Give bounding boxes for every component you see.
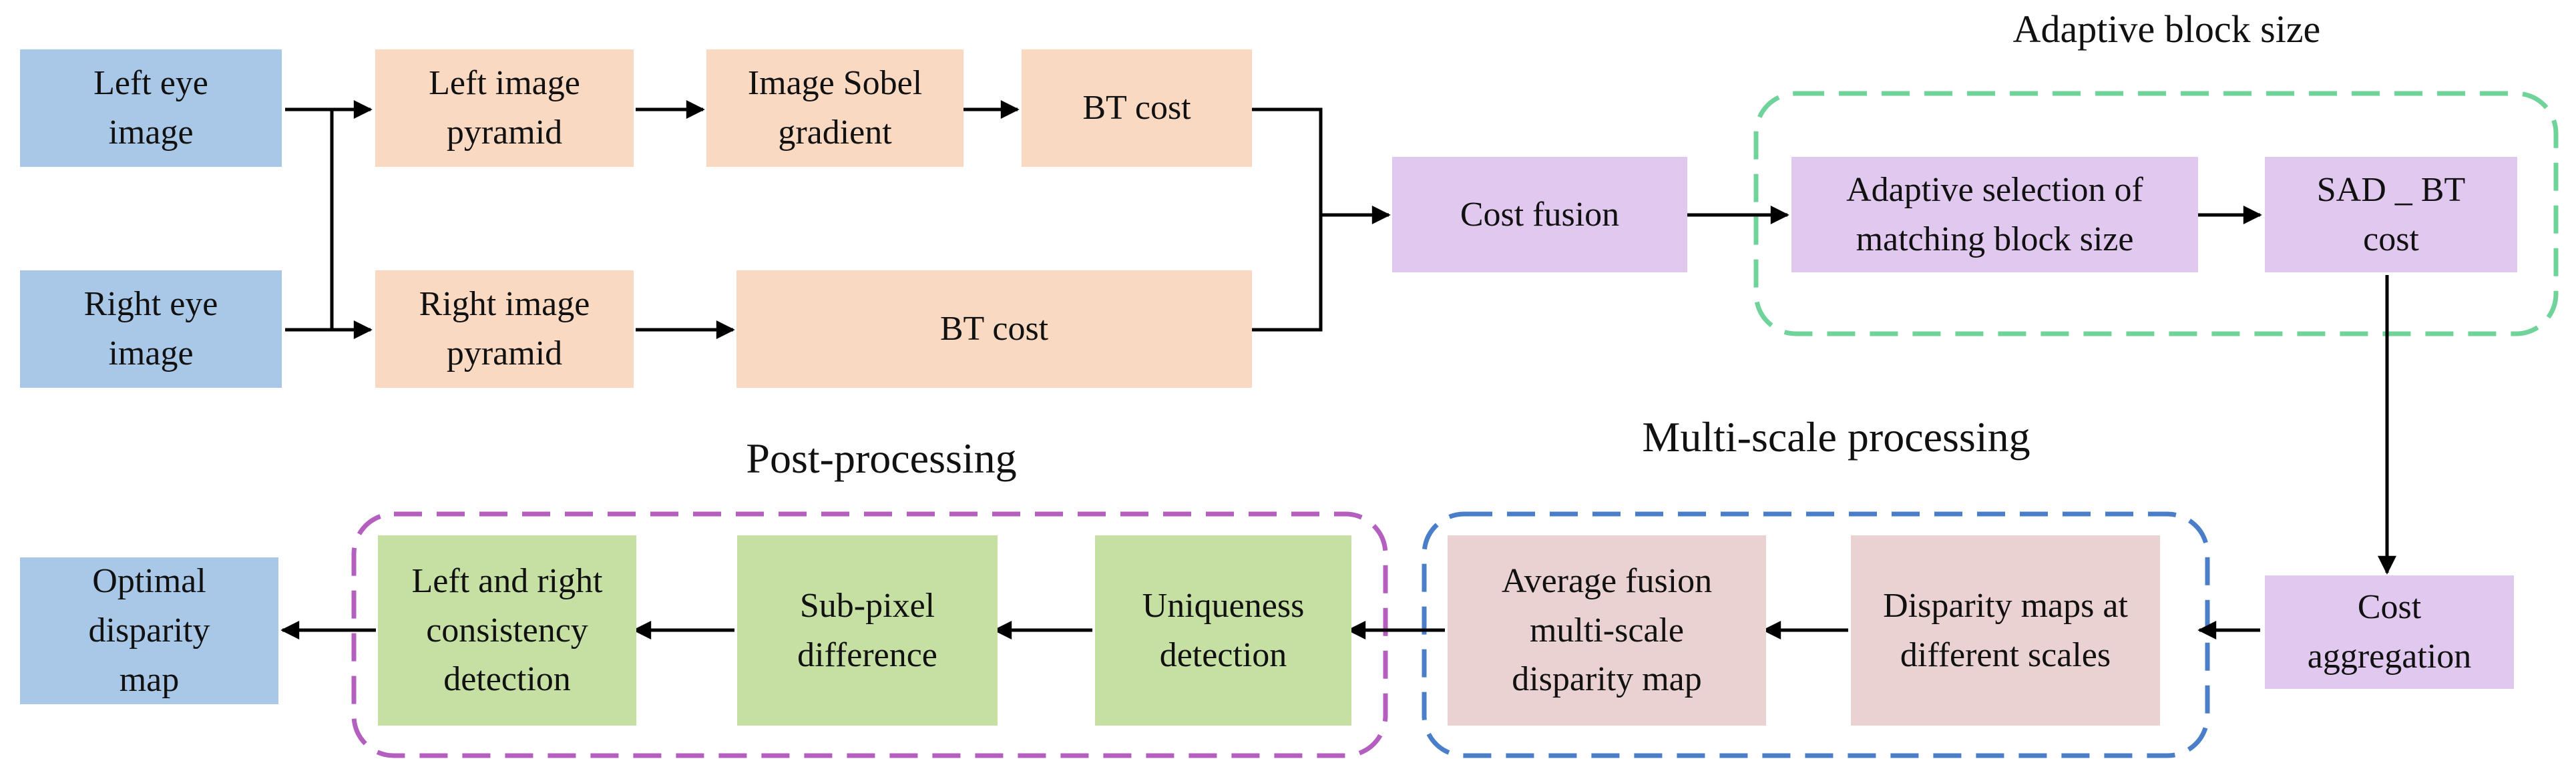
bt-cost-top-node: BT cost — [1022, 49, 1252, 167]
group-frame-post — [351, 511, 1388, 758]
group-title-multiscale: Multi-scale processing — [1642, 413, 2030, 461]
adaptive-selection-node: Adaptive selection of matching block siz… — [1791, 157, 2198, 272]
cost-fusion-node: Cost fusion — [1392, 157, 1687, 272]
cost-aggregation-node: Cost aggregation — [2265, 575, 2514, 689]
disparity-maps-different-scales-node: Disparity maps at different scales — [1851, 535, 2160, 726]
right-eye-image-node: Right eye image — [20, 270, 282, 388]
bt-cost-bottom-node: BT cost — [736, 270, 1252, 388]
uniqueness-detection-node: Uniqueness detection — [1095, 535, 1351, 726]
group-frame-adaptive — [1753, 91, 2559, 336]
average-fusion-multi-scale-node: Average fusion multi-scale disparity map — [1448, 535, 1766, 726]
left-image-pyramid-node: Left image pyramid — [375, 49, 634, 167]
left-right-consistency-node: Left and right consistency detection — [378, 535, 636, 726]
right-image-pyramid-node: Right image pyramid — [375, 270, 634, 388]
left-eye-image-node: Left eye image — [20, 49, 282, 167]
group-title-adaptive: Adaptive block size — [2012, 7, 2321, 51]
optimal-disparity-map-node: Optimal disparity map — [20, 557, 278, 704]
sub-pixel-difference-node: Sub-pixel difference — [737, 535, 998, 726]
group-frame-multiscale — [1422, 511, 2210, 758]
image-sobel-gradient-node: Image Sobel gradient — [706, 49, 963, 167]
sad-bt-cost-node: SAD _ BT cost — [2265, 157, 2517, 272]
connector-bt-top-merge — [1252, 107, 1323, 332]
group-title-post: Post-processing — [746, 435, 1017, 482]
